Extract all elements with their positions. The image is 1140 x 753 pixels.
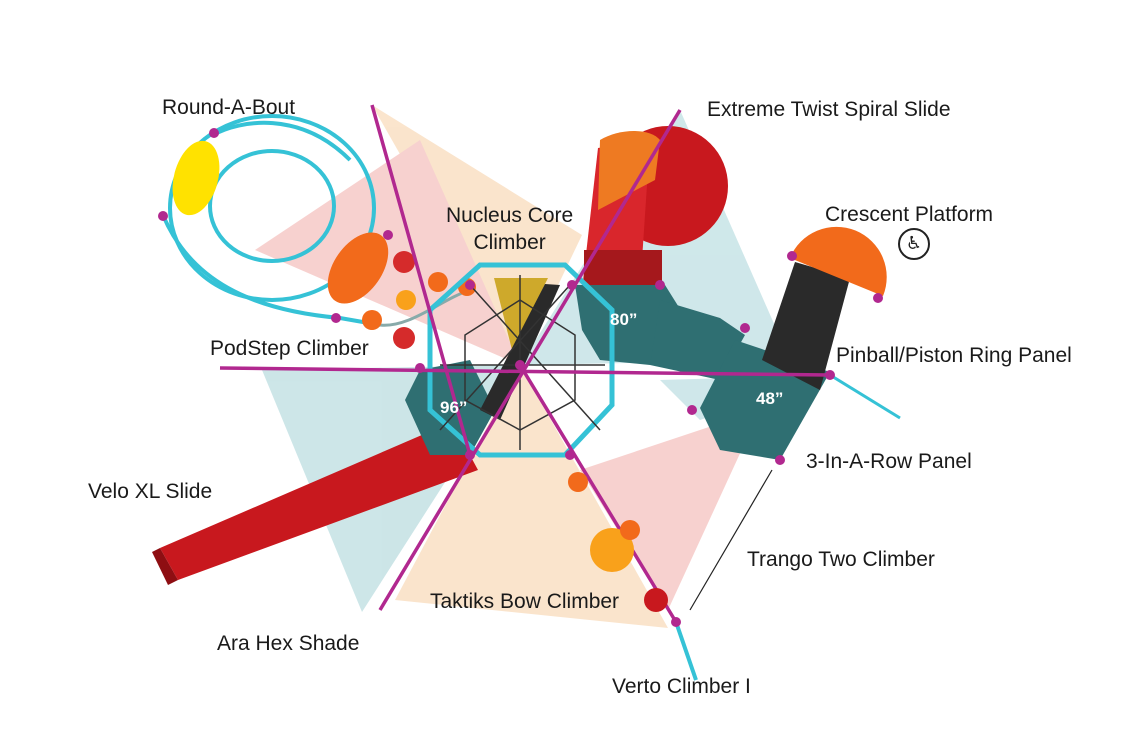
shade-right-pink [580,410,760,610]
decks [405,226,887,460]
label-podstep-climber: PodStep Climber [210,337,369,360]
shade-posts [219,104,831,623]
label-pinball-piston-ring-panel: Pinball/Piston Ring Panel [836,344,1072,367]
velo-xl-slide [152,422,478,585]
yellow-pod [172,140,220,216]
label-verto-climber-i: Verto Climber I [612,675,751,698]
orange-pod [327,232,389,304]
label-trango-two-climber: Trango Two Climber [747,548,935,571]
label-nucleus-core-climber: Nucleus Core Climber [446,204,574,255]
round-a-bout [161,114,471,327]
podstep-pods [362,251,476,349]
label-ara-hex-shade: Ara Hex Shade [217,632,360,655]
joint-dots [158,128,883,627]
extreme-twist-slide [582,126,728,290]
crescent-deck [762,262,850,390]
climbers-south [568,373,901,681]
deck-ramp [650,300,745,380]
label-velo-xl-slide: Velo XL Slide [88,480,213,503]
label-crescent-platform: Crescent Platform [825,203,994,226]
dimension-96: 96” [440,398,467,417]
label-extreme-twist-spiral-slide: Extreme Twist Spiral Slide [707,98,951,121]
dimension-48: 48” [756,389,783,408]
label-3-in-a-row-panel: 3-In-A-Row Panel [806,450,972,473]
wheelchair-accessible-icon: ♿ [898,228,930,260]
crescent-platform [790,226,887,296]
dimension-80: 80” [610,310,637,329]
label-round-a-bout: Round-A-Bout [162,96,296,119]
label-taktiks-bow-climber: Taktiks Bow Climber [430,590,620,613]
